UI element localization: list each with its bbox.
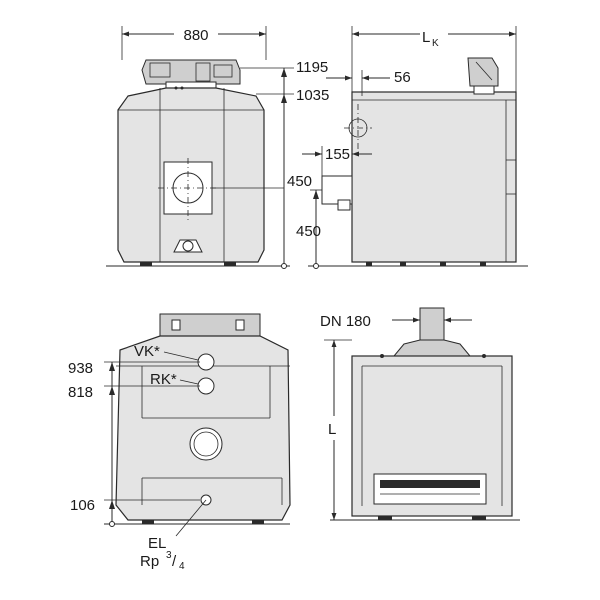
dim-lk: L K bbox=[351, 26, 517, 92]
label-880: 880 bbox=[183, 27, 208, 44]
rear-view bbox=[104, 313, 291, 525]
label-rp-slash: / bbox=[172, 553, 177, 570]
label-155: 155 bbox=[325, 146, 350, 163]
label-450-side: 450 bbox=[296, 223, 321, 240]
label-rp-numerator: 3 bbox=[166, 550, 172, 561]
label-el: EL bbox=[148, 535, 166, 552]
section-view bbox=[330, 307, 520, 521]
label-450-front: 450 bbox=[287, 173, 312, 190]
label-vk: VK* bbox=[134, 343, 160, 360]
label-1195: 1195 bbox=[296, 59, 328, 76]
label-rp-denominator: 4 bbox=[179, 561, 185, 572]
dim-56: 56 bbox=[326, 69, 411, 96]
label-938: 938 bbox=[68, 360, 93, 377]
label-dn180: DN 180 bbox=[320, 313, 371, 330]
label-rk: RK* bbox=[150, 371, 177, 388]
front-view bbox=[106, 59, 290, 267]
side-view bbox=[308, 57, 528, 267]
dim-l: L bbox=[324, 339, 352, 520]
label-1035: 1035 bbox=[296, 87, 329, 104]
label-818: 818 bbox=[68, 384, 93, 401]
label-lk: L bbox=[422, 29, 430, 46]
label-l: L bbox=[328, 421, 336, 438]
dim-rear-heights: 938 818 106 bbox=[68, 360, 200, 527]
dim-880: 880 bbox=[121, 26, 267, 60]
dim-155: 155 bbox=[302, 146, 372, 176]
label-56: 56 bbox=[394, 69, 411, 86]
dim-front-heights: 1195 1035 450 bbox=[212, 59, 329, 269]
label-lk-sub: K bbox=[432, 38, 439, 49]
port-labels: VK* RK* EL Rp 3 / 4 bbox=[134, 343, 207, 572]
dim-450-side: 450 bbox=[296, 189, 322, 269]
label-106: 106 bbox=[70, 497, 95, 514]
label-rp: Rp bbox=[140, 553, 159, 570]
dim-dn180: DN 180 bbox=[320, 313, 472, 330]
